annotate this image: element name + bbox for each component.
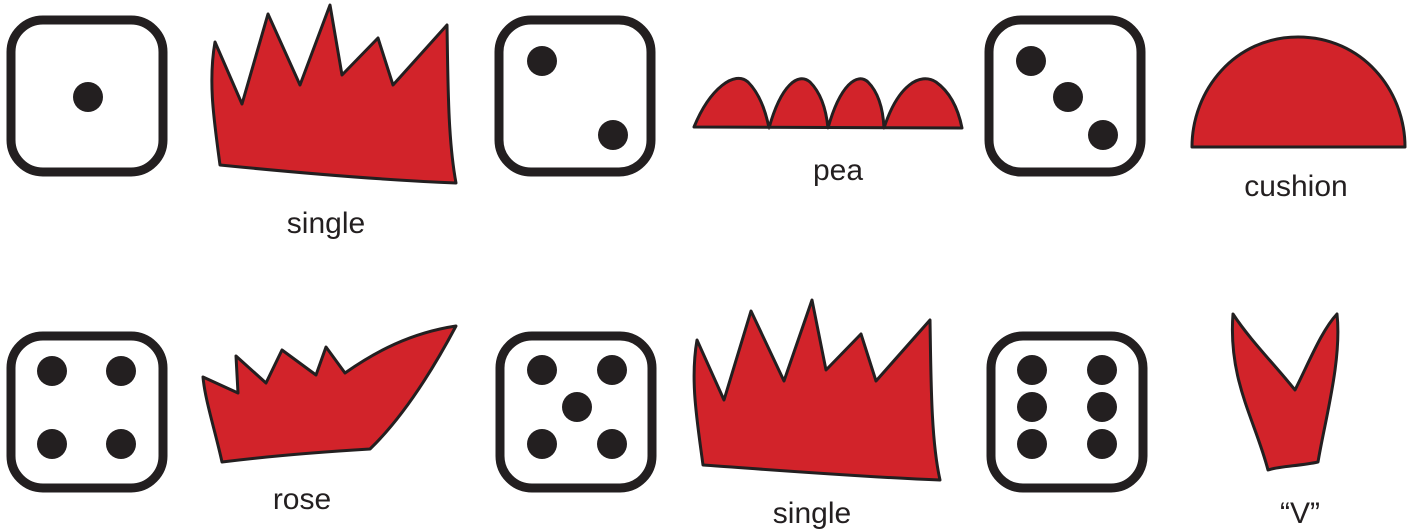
die-pip — [37, 429, 67, 459]
die-pip — [1087, 392, 1117, 422]
comb-label: single — [773, 497, 851, 530]
die-pip — [73, 82, 103, 112]
comb-label: rose — [273, 483, 331, 516]
die-face-4 — [11, 336, 163, 488]
die-pip — [527, 429, 557, 459]
pea-comb-shape — [694, 78, 962, 128]
comb-label: single — [287, 207, 365, 240]
comb-label: pea — [813, 154, 863, 187]
die-pip — [1017, 392, 1047, 422]
comb-label: cushion — [1244, 170, 1347, 203]
rose-comb-shape — [203, 326, 456, 462]
die-pip — [1017, 355, 1047, 385]
v-comb-shape — [1232, 314, 1338, 470]
die-pip — [527, 355, 557, 385]
single-comb-shape — [212, 5, 456, 183]
die-pip — [562, 392, 592, 422]
die-pip — [1088, 120, 1118, 150]
die-face-3 — [989, 20, 1141, 172]
cushion-comb-shape — [1192, 37, 1405, 147]
die-pip — [1053, 82, 1083, 112]
die-pip — [597, 355, 627, 385]
die-body — [991, 336, 1143, 488]
die-pip — [527, 46, 557, 76]
comb-label: “V” — [1280, 497, 1320, 530]
die-body — [11, 336, 163, 488]
die-pip — [1017, 429, 1047, 459]
die-pip — [106, 356, 136, 386]
die-pip — [1087, 429, 1117, 459]
die-face-1 — [11, 20, 163, 172]
die-pip — [598, 120, 628, 150]
die-face-5 — [500, 336, 652, 488]
die-pip — [597, 429, 627, 459]
die-pip — [1087, 355, 1117, 385]
die-pip — [1016, 46, 1046, 76]
die-body — [499, 20, 651, 172]
die-pip — [106, 429, 136, 459]
die-face-6 — [991, 336, 1143, 488]
single-comb-shape — [694, 300, 940, 480]
die-face-2 — [499, 20, 651, 172]
die-pip — [37, 356, 67, 386]
